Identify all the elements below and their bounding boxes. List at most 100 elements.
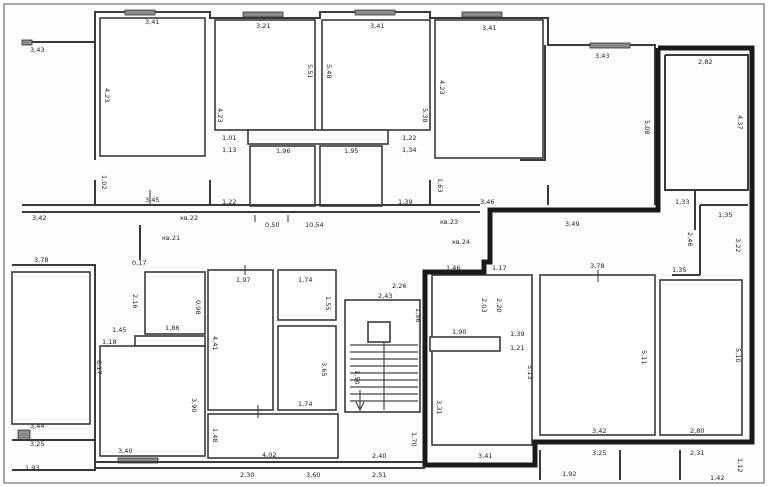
dim-label: 2,43 (378, 292, 392, 300)
dim-label: 1,70 (410, 432, 418, 446)
dim-label: 5,11 (640, 350, 648, 364)
bath-bl-2 (277, 325, 337, 411)
dim-label: 4,02 (262, 451, 276, 459)
dim-label: 1,17 (492, 264, 506, 272)
dim-label: 1,42 (710, 474, 724, 482)
dim-label: 3,45 (145, 196, 159, 204)
dim-label: 1,22 (402, 134, 416, 142)
dim-label: 0,50 (265, 221, 279, 229)
room-top-1 (99, 17, 206, 157)
dim-label: 5,13 (526, 365, 534, 379)
dim-label: 1,12 (736, 458, 744, 472)
dim-label: 1,33 (675, 198, 689, 206)
dim-label: 3,41 (482, 24, 496, 32)
dim-label: 1,13 (222, 146, 236, 154)
dim-label: 1,97 (236, 276, 250, 284)
dim-label: 2,46 (686, 232, 694, 246)
dim-label: 3,25 (30, 440, 44, 448)
dim-label: 2,40 (372, 452, 386, 460)
dim-label: 10,54 (305, 221, 324, 229)
dim-label: кв.24 (452, 238, 470, 246)
dim-label: 6,17 (95, 360, 103, 374)
dim-label: 4,23 (216, 108, 224, 122)
dim-label: 3,43 (595, 52, 609, 60)
room-bl-3 (99, 345, 206, 457)
dim-label: 1,39 (510, 330, 524, 338)
dim-label: 0,17 (132, 259, 146, 267)
dim-label: 3,46 (480, 198, 494, 206)
dim-label: 3,41 (145, 18, 159, 26)
room-br-1 (431, 274, 533, 446)
dim-label: 1,46 (446, 264, 460, 272)
dim-label: 3,60 (306, 471, 320, 479)
dim-label: 5,48 (325, 64, 333, 78)
apartment-boundary (422, 45, 755, 468)
dim-label: 1,50 (353, 370, 361, 384)
right-top-apartment (664, 54, 749, 276)
dim-label: 3,49 (565, 220, 579, 228)
room-top-3 (321, 19, 431, 131)
dim-label: 1,35 (718, 211, 732, 219)
dim-label: 3,43 (30, 46, 44, 54)
room-top-4 (434, 19, 544, 159)
room-br-2 (539, 274, 656, 436)
stair-box (344, 299, 421, 413)
dim-label: кв.22 (180, 214, 198, 222)
dim-label: 5,08 (643, 120, 651, 134)
dim-label: 3,90 (190, 398, 198, 412)
dim-label: 3,44 (30, 422, 44, 430)
stairwell (344, 299, 421, 413)
wall-br-1 (429, 336, 501, 352)
dim-label: 5,38 (421, 108, 429, 122)
dim-label: 2,03 (480, 298, 488, 312)
dim-label: 3,22 (734, 238, 742, 252)
bath-1 (249, 145, 316, 207)
dim-label: 3,78 (590, 262, 604, 270)
dim-label: 1,48 (211, 428, 219, 442)
dim-label: кв.21 (162, 234, 180, 242)
room-br-3 (659, 279, 743, 436)
dim-label: 3,21 (256, 22, 270, 30)
dim-label: 2,82 (698, 58, 712, 66)
drawing-border (3, 3, 765, 484)
dim-label: 3,41 (478, 452, 492, 460)
dim-label: 1,90 (452, 328, 466, 336)
dim-label: 3,25 (592, 449, 606, 457)
dim-label: 1,56 (414, 308, 422, 322)
dim-label: 3,42 (592, 427, 606, 435)
bath-2 (319, 145, 383, 207)
dim-label: 4,23 (103, 88, 111, 102)
dim-label: 3,42 (32, 214, 46, 222)
dim-label: 3,31 (435, 400, 443, 414)
dim-label: 1,95 (344, 147, 358, 155)
dim-label: 1,18 (102, 338, 116, 346)
dimension-ticks (149, 190, 599, 418)
dim-label: 1,01 (222, 134, 236, 142)
dim-label: кв.23 (440, 218, 458, 226)
dim-label: 2,30 (240, 471, 254, 479)
dim-label: 1,96 (276, 147, 290, 155)
dim-label: 4,37 (736, 115, 744, 129)
dim-label: 1,55 (324, 296, 332, 310)
wall-bl-2 (134, 335, 206, 347)
room-bl-4 (207, 269, 274, 411)
dim-label: 2,26 (392, 282, 406, 290)
dim-label: 2,20 (495, 298, 503, 312)
dim-label: 3,78 (34, 256, 48, 264)
dim-label: 1,86 (165, 324, 179, 332)
dim-label: 1,21 (510, 344, 524, 352)
dim-label: 1,34 (402, 146, 416, 154)
dim-label: 0,98 (194, 300, 202, 314)
dim-label: 3,65 (320, 362, 328, 376)
dim-label: 4,23 (438, 80, 446, 94)
dim-label: 3,41 (370, 22, 384, 30)
dim-label: 1,74 (298, 276, 312, 284)
dim-label: 3,40 (118, 447, 132, 455)
dim-label: 2,31 (690, 449, 704, 457)
bath-block-top (247, 129, 389, 145)
dim-label: 1,92 (562, 470, 576, 478)
dim-label: 1,35 (672, 266, 686, 274)
bottom-right-walls (429, 274, 743, 480)
